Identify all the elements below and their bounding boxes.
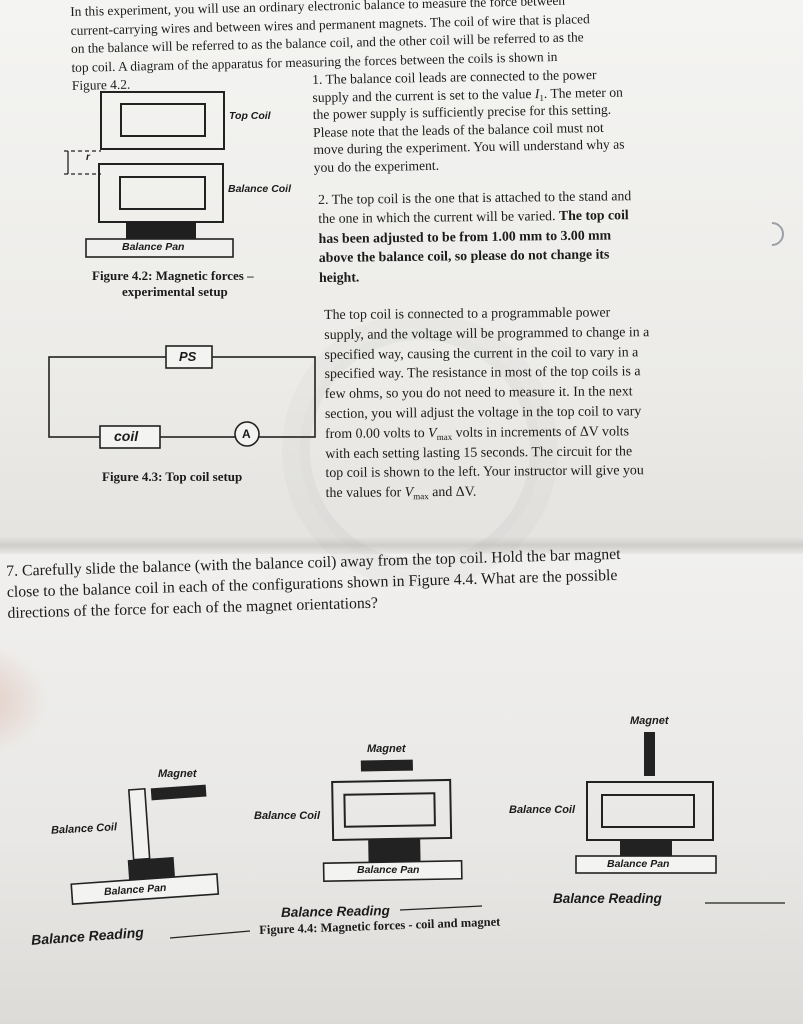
bar-magnet-vertical <box>644 732 655 776</box>
fig44-middle-pan-label: Balance Pan <box>357 864 420 876</box>
ammeter-label: A <box>242 427 251 441</box>
gap-marker <box>64 150 101 175</box>
balance-coil-side-view <box>127 787 151 861</box>
ammeter-icon <box>234 421 260 447</box>
figure-4-2-caption-line1: Figure 4.2: Magnetic forces – <box>92 268 254 283</box>
fig44-right-pan-label: Balance Pan <box>607 858 670 870</box>
balance-pan-shape <box>575 855 717 874</box>
fig44-right <box>575 732 717 874</box>
fig44-left <box>70 784 220 905</box>
fig44-middle-magnet-label: Magnet <box>367 743 406 755</box>
balance-stand <box>127 856 175 881</box>
balance-pan-label: Balance Pan <box>122 241 185 253</box>
power-supply-label: PS <box>179 349 197 364</box>
balance-pan-shape <box>322 859 463 882</box>
coil-inner-window <box>601 794 695 828</box>
circuit-wires <box>48 356 316 438</box>
page-lower-sheet <box>0 548 803 1024</box>
bar-magnet-horizontal <box>150 784 207 801</box>
figure-4-2-caption-line2: experimental setup <box>122 284 228 299</box>
figure-4-3-caption: Figure 4.3: Top coil setup <box>102 469 243 484</box>
gap-r-label: r <box>86 152 90 163</box>
balance-stand <box>620 840 672 856</box>
balance-coil-label: Balance Coil <box>228 183 292 195</box>
answer-line-middle <box>399 905 483 911</box>
coil-inner-window <box>343 792 436 828</box>
coil-box <box>99 425 161 449</box>
fig44-middle <box>322 759 463 882</box>
balance-pan-shape <box>85 238 234 258</box>
fig44-right-coil-label: Balance Coil <box>509 804 576 816</box>
bar-magnet-horizontal <box>360 759 413 772</box>
finger-shadow <box>0 640 50 760</box>
balance-coil-shape <box>331 778 453 842</box>
fig44-right-magnet-label: Magnet <box>630 715 669 727</box>
balance-stand <box>368 838 421 864</box>
show-through-ring <box>300 330 540 570</box>
fig44-right-reading-label: Balance Reading <box>553 891 662 906</box>
coil-label: coil <box>114 428 139 444</box>
balance-coil-shape <box>98 163 224 223</box>
top-coil-shape <box>100 91 225 150</box>
top-coil-label: Top Coil <box>229 110 271 122</box>
fig44-middle-coil-label: Balance Coil <box>254 810 321 822</box>
balance-pan-shape <box>70 873 220 905</box>
power-supply-box <box>165 345 213 369</box>
balance-stand <box>126 222 196 239</box>
fig44-left-magnet-label: Magnet <box>158 768 197 780</box>
answer-line-left <box>169 930 251 939</box>
